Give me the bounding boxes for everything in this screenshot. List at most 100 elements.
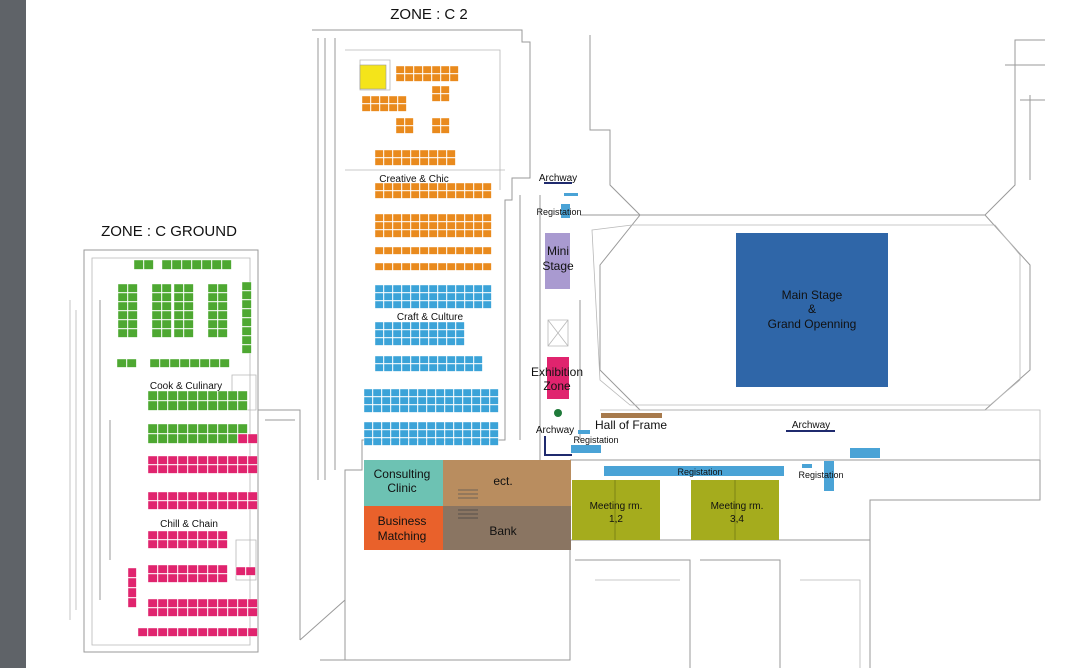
craft-booth[interactable]	[383, 284, 393, 293]
chill-booth[interactable]	[217, 539, 228, 549]
chill-booth[interactable]	[245, 566, 256, 576]
cook-booth[interactable]	[187, 423, 198, 434]
chill-booth[interactable]	[127, 577, 137, 588]
craft-booth[interactable]	[428, 363, 438, 372]
craft-booth[interactable]	[426, 429, 436, 438]
chill-booth[interactable]	[177, 464, 188, 474]
creative-booth[interactable]	[446, 213, 456, 222]
craft-booth[interactable]	[426, 404, 436, 413]
creative-booth[interactable]	[431, 93, 441, 102]
cook-booth[interactable]	[183, 328, 194, 338]
creative-booth[interactable]	[422, 65, 432, 74]
chill-booth[interactable]	[197, 564, 208, 574]
craft-booth[interactable]	[390, 429, 400, 438]
cook-booth[interactable]	[117, 292, 128, 302]
creative-booth[interactable]	[410, 149, 420, 158]
craft-booth[interactable]	[455, 329, 465, 338]
creative-booth[interactable]	[482, 229, 492, 238]
chill-booth[interactable]	[167, 607, 178, 617]
cook-booth[interactable]	[157, 423, 168, 434]
craft-booth[interactable]	[455, 321, 465, 330]
craft-booth[interactable]	[428, 355, 438, 364]
cook-booth[interactable]	[127, 301, 138, 311]
chill-booth[interactable]	[237, 464, 248, 474]
creative-booth[interactable]	[383, 149, 393, 158]
business-matching-area[interactable]	[364, 506, 443, 550]
craft-booth[interactable]	[444, 437, 454, 446]
chill-booth[interactable]	[227, 500, 238, 510]
creative-booth[interactable]	[401, 213, 411, 222]
chill-booth[interactable]	[197, 455, 208, 465]
creative-booth[interactable]	[374, 246, 384, 255]
mini-stage-area[interactable]	[545, 233, 570, 289]
chill-booth[interactable]	[237, 433, 248, 444]
creative-booth[interactable]	[374, 149, 384, 158]
chill-booth[interactable]	[237, 607, 248, 617]
craft-booth[interactable]	[428, 337, 438, 346]
chill-booth[interactable]	[187, 607, 198, 617]
craft-booth[interactable]	[417, 404, 427, 413]
cook-booth[interactable]	[117, 328, 128, 338]
cook-booth[interactable]	[157, 433, 168, 444]
craft-booth[interactable]	[399, 429, 409, 438]
chill-booth[interactable]	[197, 530, 208, 540]
chill-booth[interactable]	[197, 539, 208, 549]
chill-booth[interactable]	[177, 607, 188, 617]
craft-booth[interactable]	[473, 284, 483, 293]
chill-booth[interactable]	[207, 573, 218, 583]
creative-booth[interactable]	[464, 221, 474, 230]
craft-booth[interactable]	[446, 284, 456, 293]
craft-booth[interactable]	[372, 421, 382, 430]
craft-booth[interactable]	[462, 429, 472, 438]
craft-booth[interactable]	[444, 396, 454, 405]
craft-booth[interactable]	[444, 421, 454, 430]
creative-booth[interactable]	[437, 229, 447, 238]
craft-booth[interactable]	[437, 292, 447, 301]
craft-booth[interactable]	[446, 300, 456, 309]
chill-booth[interactable]	[177, 455, 188, 465]
cook-booth[interactable]	[187, 400, 198, 411]
creative-booth[interactable]	[446, 262, 456, 271]
creative-booth[interactable]	[446, 221, 456, 230]
craft-booth[interactable]	[374, 363, 384, 372]
craft-booth[interactable]	[408, 404, 418, 413]
creative-booth[interactable]	[383, 190, 393, 199]
creative-booth[interactable]	[440, 125, 450, 134]
craft-booth[interactable]	[410, 337, 420, 346]
creative-booth[interactable]	[404, 73, 414, 82]
craft-booth[interactable]	[455, 292, 465, 301]
creative-booth[interactable]	[397, 95, 407, 104]
craft-booth[interactable]	[381, 421, 391, 430]
creative-booth[interactable]	[392, 190, 402, 199]
cook-booth[interactable]	[209, 358, 220, 368]
chill-booth[interactable]	[147, 491, 158, 501]
creative-booth[interactable]	[379, 103, 389, 112]
craft-booth[interactable]	[437, 355, 447, 364]
craft-booth[interactable]	[392, 321, 402, 330]
chill-booth[interactable]	[197, 627, 208, 637]
creative-booth[interactable]	[449, 65, 459, 74]
cook-booth[interactable]	[151, 310, 162, 320]
craft-booth[interactable]	[410, 363, 420, 372]
bank-area[interactable]	[443, 506, 571, 550]
cook-booth[interactable]	[173, 328, 184, 338]
craft-booth[interactable]	[437, 337, 447, 346]
meeting-room-1-2[interactable]	[572, 480, 660, 540]
cook-booth[interactable]	[237, 400, 248, 411]
craft-booth[interactable]	[419, 321, 429, 330]
creative-booth[interactable]	[482, 213, 492, 222]
craft-booth[interactable]	[401, 300, 411, 309]
creative-booth[interactable]	[374, 262, 384, 271]
cook-booth[interactable]	[237, 423, 248, 434]
creative-booth[interactable]	[419, 190, 429, 199]
creative-booth[interactable]	[383, 246, 393, 255]
chill-booth[interactable]	[237, 455, 248, 465]
craft-booth[interactable]	[471, 429, 481, 438]
cook-booth[interactable]	[241, 308, 252, 318]
chill-booth[interactable]	[207, 539, 218, 549]
craft-booth[interactable]	[410, 329, 420, 338]
chill-booth[interactable]	[177, 539, 188, 549]
craft-booth[interactable]	[462, 396, 472, 405]
craft-booth[interactable]	[435, 404, 445, 413]
chill-booth[interactable]	[237, 598, 248, 608]
